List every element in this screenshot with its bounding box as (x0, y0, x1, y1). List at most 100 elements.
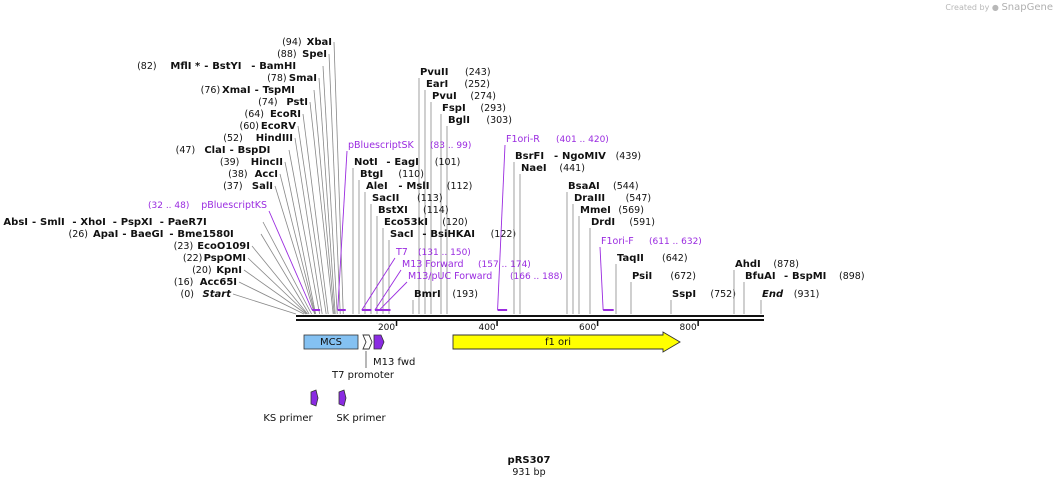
enzyme-pvuii[interactable]: PvuII(243) (418, 67, 491, 314)
enzyme-bmri[interactable]: BmrI(193) (412, 289, 478, 314)
enzyme-naei[interactable]: NaeI(441) (519, 163, 585, 314)
feature-label: MCS (320, 337, 342, 348)
enzyme-hincii[interactable]: HincII(39) (220, 157, 316, 315)
enzyme-smai[interactable]: SmaI(78) (267, 73, 336, 315)
feature-sk-primer[interactable]: SK primer (336, 389, 387, 424)
primer-site-range: (157 .. 174) (478, 260, 531, 270)
primer-site-leader (379, 281, 408, 311)
enzyme-ecori[interactable]: EcoRI(64) (244, 109, 329, 315)
enzyme-xmai[interactable]: XmaI-TspMI(76) (201, 85, 335, 315)
enzyme-position: (101) (435, 157, 461, 168)
enzyme-position: (878) (773, 259, 799, 270)
enzyme-xbai[interactable]: XbaI(94) (282, 37, 344, 315)
primer-site-range: (83 .. 99) (430, 141, 471, 151)
enzyme-position: (60) (239, 121, 259, 132)
feature-label: SK primer (336, 413, 386, 424)
enzyme-name: Start (203, 289, 233, 300)
enzyme-spei[interactable]: SpeI(88) (277, 49, 341, 315)
enzyme-ecorv[interactable]: EcoRV(60) (239, 121, 327, 315)
enzyme-pspomi[interactable]: PspOMI(22) (183, 253, 308, 315)
enzyme-mfli[interactable]: MflI *-BstYI-BamHI(82) (137, 61, 338, 315)
enzyme-leader-line (260, 233, 310, 315)
primer-site-name: F1ori-R (506, 134, 540, 145)
enzyme-alt-name: BspMI (792, 271, 826, 282)
enzyme-alei[interactable]: AleI-MslI(112) (364, 181, 472, 314)
enzyme-absi[interactable]: AbsI-SmlI-XhoI-PspXI-PaeR7I(31) (0, 217, 312, 315)
enzyme-clai[interactable]: ClaI-BspDI(47) (176, 145, 321, 315)
enzyme-bfuai[interactable]: BfuAI-BspMI(898) (743, 271, 865, 314)
primer-site-pbluescriptks[interactable]: pBluescriptKS(32 .. 48) (148, 200, 321, 311)
enzyme-fspi[interactable]: FspI(293) (440, 103, 506, 314)
enzyme-separator: - (32, 217, 36, 228)
enzyme-pvui[interactable]: PvuI(274) (430, 91, 496, 314)
feature-t7-promoter[interactable]: T7 promoter (331, 334, 395, 381)
enzyme-saci[interactable]: SacI-BsiHKAI(122) (388, 229, 516, 314)
enzyme-end[interactable]: End(931) (760, 289, 819, 314)
enzyme-kpni[interactable]: KpnI(20) (192, 265, 307, 315)
enzyme-position: (293) (480, 103, 506, 114)
enzyme-hindiii[interactable]: HindIII(52) (223, 133, 323, 315)
enzyme-draiii[interactable]: DraIII(547) (572, 193, 651, 314)
enzyme-bstxi[interactable]: BstXI(114) (376, 205, 449, 314)
enzyme-eco53ki[interactable]: Eco53kI(120) (382, 217, 468, 314)
primer-site-pbluescriptsk[interactable]: pBluescriptSK(83 .. 99) (337, 140, 472, 311)
enzyme-separator: - (230, 145, 234, 156)
enzyme-apai[interactable]: ApaI-BaeGI-Bme1580I(26) (68, 229, 310, 315)
enzyme-name: BtgI (360, 169, 383, 180)
enzyme-noti[interactable]: NotI-EagI(101) (352, 157, 461, 314)
enzyme-mmei[interactable]: MmeI(569) (578, 205, 644, 314)
enzyme-start[interactable]: Start(0) (181, 289, 297, 315)
primer-site-name: pBluescriptKS (201, 200, 267, 211)
feature-mcs[interactable]: MCS (303, 334, 359, 350)
enzyme-sspi[interactable]: SspI(752) (670, 289, 736, 314)
enzyme-name: AbsI (3, 217, 28, 228)
primer-site-name: T7 (395, 247, 408, 258)
enzyme-name: EarI (426, 79, 448, 90)
enzyme-name: PvuII (420, 67, 448, 78)
enzyme-btgi[interactable]: BtgI(110) (358, 169, 424, 314)
enzyme-acc65i[interactable]: Acc65I(16) (174, 277, 305, 315)
enzyme-bsaai[interactable]: BsaAI(544) (566, 181, 639, 314)
enzyme-name: BstXI (378, 205, 408, 216)
feature-f1-ori[interactable]: f1 ori (452, 331, 681, 353)
enzyme-bsrfi[interactable]: BsrFI-NgoMIV(439) (513, 151, 642, 314)
primer-site-f1orir[interactable]: F1ori-R(401 .. 420) (497, 134, 609, 311)
enzyme-psti[interactable]: PstI(74) (258, 97, 334, 315)
enzyme-eari[interactable]: EarI(252) (424, 79, 490, 314)
enzyme-name: Eco53kI (384, 217, 428, 228)
enzyme-position: (76) (201, 85, 221, 96)
enzyme-taqii[interactable]: TaqII(642) (615, 253, 688, 314)
enzyme-drdi[interactable]: DrdI(591) (589, 217, 655, 314)
enzyme-name: Acc65I (200, 277, 237, 288)
enzyme-name: DraIII (574, 193, 605, 204)
credit-text: Created by (945, 3, 990, 12)
enzyme-ahdi[interactable]: AhdI(878) (733, 259, 799, 314)
primer-site-f1orif[interactable]: F1ori-F(611 .. 632) (599, 236, 702, 311)
primer-site-m13forward[interactable]: M13 Forward (157 .. 174) (374, 259, 531, 311)
feature-ks-primer[interactable]: KS primer (263, 389, 319, 424)
ruler-tick-label: 400 (478, 323, 495, 333)
enzyme-leader-line (297, 125, 327, 315)
enzyme-name: PstI (286, 97, 308, 108)
arrow-right-icon (338, 389, 347, 407)
enzyme-psii[interactable]: PsiI(672) (630, 271, 696, 314)
enzyme-separator: - (160, 217, 164, 228)
enzyme-name: SspI (672, 289, 696, 300)
enzyme-name: SmaI (289, 73, 317, 84)
primer-site-t7[interactable]: T7(131 .. 150) (361, 247, 471, 311)
enzyme-ecoo109i[interactable]: EcoO109I(23) (174, 241, 308, 315)
enzyme-sali[interactable]: SalI(37) (223, 181, 315, 315)
enzyme-bgli[interactable]: BglI(303) (446, 115, 512, 314)
enzyme-leader-line (302, 113, 329, 315)
arrow-right-icon (362, 334, 373, 350)
enzyme-separator: - (784, 271, 788, 282)
enzyme-separator: - (122, 229, 126, 240)
primer-site-name: M13 Forward (402, 259, 464, 270)
enzyme-position: (39) (220, 157, 240, 168)
enzyme-acci[interactable]: AccI(38) (228, 169, 316, 315)
enzyme-position: (439) (616, 151, 642, 162)
primer-site-m13pucforward[interactable]: M13/pUC Forward(166 .. 188) (379, 271, 563, 311)
enzyme-position: (82) (137, 61, 157, 72)
feature-m13-fwd[interactable]: M13 fwd (373, 334, 415, 368)
